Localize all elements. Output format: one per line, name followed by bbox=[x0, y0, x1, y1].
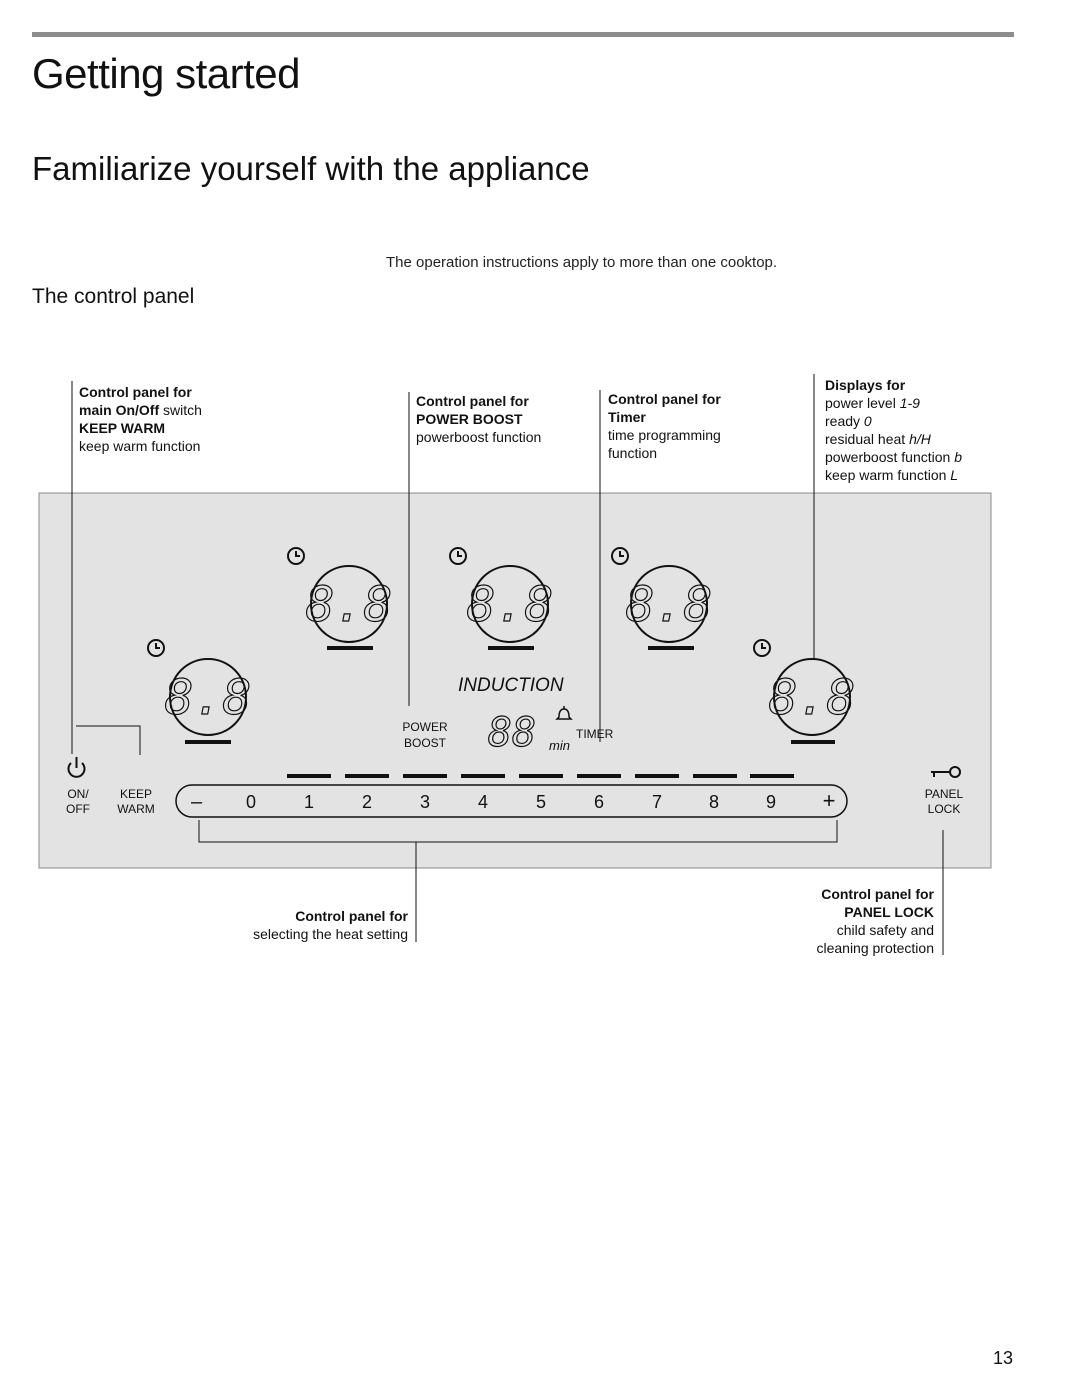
callout-timer: Control panel for Timer time programming… bbox=[608, 390, 721, 462]
callout-heat: Control panel for selecting the heat set… bbox=[200, 907, 408, 943]
scale-value: 1 bbox=[304, 792, 314, 812]
leader-lines bbox=[71, 374, 944, 955]
scale-value: 4 bbox=[478, 792, 488, 812]
callout-onoff-line3: KEEP WARM bbox=[79, 420, 166, 436]
timer-unit: min bbox=[549, 738, 570, 753]
callout-onoff-line4: keep warm function bbox=[79, 438, 201, 454]
zone-display-ring bbox=[471, 565, 549, 643]
timer-clock-icon bbox=[753, 639, 771, 657]
power-icon[interactable] bbox=[67, 757, 86, 778]
callout-heat-line2: selecting the heat setting bbox=[253, 926, 408, 942]
display-item: keep warm function L bbox=[825, 467, 959, 483]
zone-digits: 8.8 bbox=[306, 577, 393, 633]
callout-boost: Control panel for POWER BOOST powerboost… bbox=[416, 392, 541, 446]
timer-digits: 88 bbox=[488, 710, 536, 756]
callout-boost-line1: Control panel for bbox=[416, 393, 529, 409]
induction-label: INDUCTION bbox=[458, 675, 564, 696]
callout-timer-line3: time programming bbox=[608, 427, 721, 443]
display-item: power level 1-9 bbox=[825, 395, 920, 411]
zone-rear-left: 8.8 bbox=[287, 547, 393, 650]
section-title: Familiarize yourself with the appliance bbox=[32, 150, 590, 187]
display-item: powerboost function b bbox=[825, 449, 962, 465]
heat-setting-slider[interactable] bbox=[175, 784, 848, 818]
power-boost-label-1: POWER bbox=[402, 720, 448, 734]
callout-lock-line4: cleaning protection bbox=[816, 940, 934, 956]
display-item: residual heat h/H bbox=[825, 431, 931, 447]
scale-value: 0 bbox=[246, 792, 256, 812]
zone-front-right: 8.8 bbox=[753, 639, 856, 744]
display-item: ready 0 bbox=[825, 413, 872, 429]
zone-display-ring bbox=[773, 658, 851, 736]
panel-lock-label-2: LOCK bbox=[928, 802, 961, 816]
callout-timer-line4: function bbox=[608, 445, 658, 461]
timer-label: TIMER bbox=[576, 727, 614, 741]
zone-front-left: 8.8 bbox=[147, 639, 252, 744]
zone-display-ring bbox=[630, 565, 708, 643]
onoff-label-2: OFF bbox=[66, 802, 90, 816]
zone-display-ring bbox=[169, 658, 247, 736]
bell-icon bbox=[555, 706, 573, 720]
callout-onoff-line2: main On/Off switch bbox=[79, 402, 202, 418]
scale-value: 6 bbox=[594, 792, 604, 812]
callout-timer-line2: Timer bbox=[608, 409, 646, 425]
zone-digits: 8.8 bbox=[769, 670, 856, 726]
keepwarm-label-1: KEEP bbox=[120, 787, 152, 801]
zone-digits: 8.8 bbox=[165, 670, 252, 726]
slider-scale: 0 1 2 3 4 5 6 7 8 9 bbox=[246, 792, 776, 812]
scale-value: 7 bbox=[652, 792, 662, 812]
subsection-title: The control panel bbox=[32, 285, 195, 308]
zone-digits: 8.8 bbox=[467, 577, 554, 633]
callout-lock-line2: PANEL LOCK bbox=[844, 904, 934, 920]
keepwarm-label-2: WARM bbox=[117, 802, 155, 816]
zone-rear-right: 8.8 bbox=[611, 547, 713, 650]
panel-lock-label-1: PANEL bbox=[925, 787, 964, 801]
timer-clock-icon bbox=[147, 639, 165, 657]
callout-onoff-line1: Control panel for bbox=[79, 384, 192, 400]
callout-lock-line1: Control panel for bbox=[821, 886, 934, 902]
onoff-label-1: ON/ bbox=[67, 787, 89, 801]
zone-digits: 8.8 bbox=[626, 577, 713, 633]
applicability-note: The operation instructions apply to more… bbox=[386, 254, 778, 271]
callout-lock-line3: child safety and bbox=[836, 922, 934, 938]
slider-minus: – bbox=[191, 791, 203, 813]
callout-onoff: Control panel for main On/Off switch KEE… bbox=[79, 383, 202, 455]
callout-boost-line3: powerboost function bbox=[416, 429, 542, 445]
timer-clock-icon bbox=[287, 547, 305, 565]
key-icon[interactable] bbox=[931, 766, 961, 778]
timer-clock-icon bbox=[449, 547, 467, 565]
page-title: Getting started bbox=[32, 50, 300, 97]
scale-value: 9 bbox=[766, 792, 776, 812]
zone-center: 8.8 bbox=[449, 547, 554, 650]
timer-clock-icon bbox=[611, 547, 629, 565]
callout-displays: Displays for power level 1-9 ready 0 res… bbox=[825, 376, 962, 484]
callout-lock: Control panel for PANEL LOCK child safet… bbox=[734, 885, 934, 957]
power-boost-label-2: BOOST bbox=[404, 736, 447, 750]
callout-boost-line2: POWER BOOST bbox=[416, 411, 523, 427]
callout-displays-title: Displays for bbox=[825, 377, 906, 393]
zone-display-ring bbox=[310, 565, 388, 643]
callout-timer-line1: Control panel for bbox=[608, 391, 721, 407]
callout-heat-line1: Control panel for bbox=[295, 908, 408, 924]
scale-value: 2 bbox=[362, 792, 372, 812]
slider-plus: + bbox=[823, 788, 836, 813]
page-number: 13 bbox=[993, 1348, 1014, 1368]
scale-value: 8 bbox=[709, 792, 719, 812]
scale-value: 5 bbox=[536, 792, 546, 812]
scale-value: 3 bbox=[420, 792, 430, 812]
header-rule bbox=[32, 32, 1014, 37]
